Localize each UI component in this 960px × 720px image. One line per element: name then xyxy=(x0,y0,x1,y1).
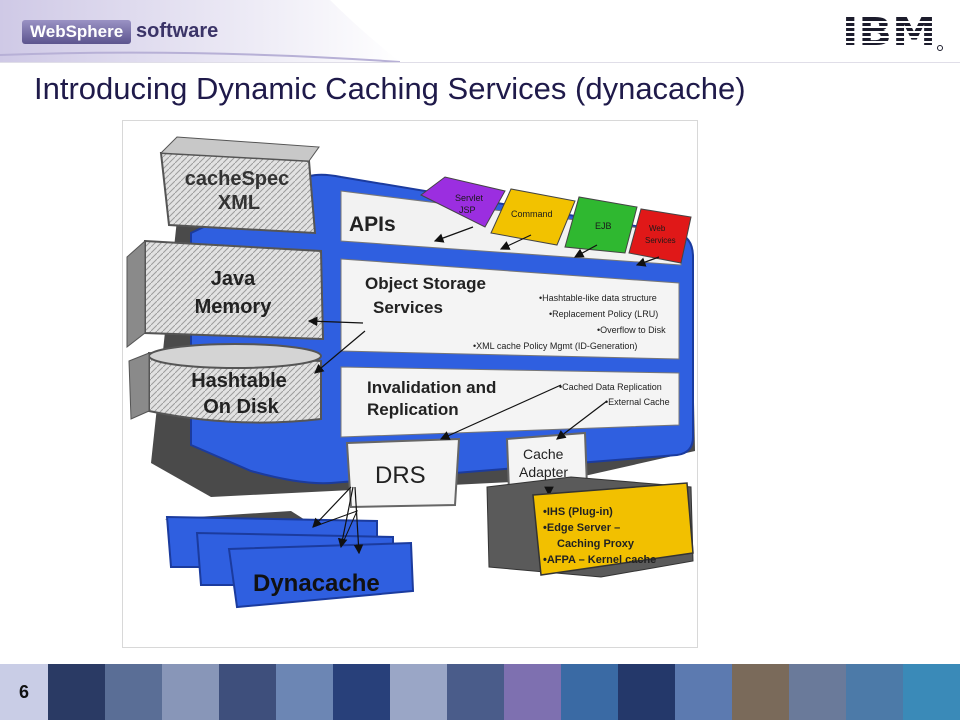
adapter-bullet-4: •AFPA – Kernel cache xyxy=(543,554,656,566)
web-label: Web xyxy=(649,224,666,233)
jsp-label: JSP xyxy=(459,205,476,215)
dynacache-link-lines xyxy=(312,510,358,548)
oss-bullet-4: •XML cache Policy Mgmt (ID-Generation) xyxy=(473,341,637,351)
oss-label-1: Object Storage xyxy=(365,274,486,293)
footer-tile xyxy=(618,664,675,720)
drs-box xyxy=(345,437,461,509)
external-cache-arrow xyxy=(556,400,608,440)
cachespec-label-1: cacheSpec xyxy=(185,168,290,190)
footer-tile xyxy=(732,664,789,720)
invalidation-label-2: Replication xyxy=(367,400,459,419)
footer-tile xyxy=(105,664,162,720)
footer-tile xyxy=(846,664,903,720)
footer-tile xyxy=(447,664,504,720)
oss-to-memory-arrow xyxy=(307,316,364,327)
websphere-brand-banner: WebSphere software xyxy=(0,0,401,63)
java-memory-box xyxy=(144,239,325,341)
hashtable-label-1: Hashtable xyxy=(191,370,287,392)
dynacache-layer-3 xyxy=(227,541,415,609)
brand-swoosh-graphic xyxy=(0,0,401,63)
page-number: 6 xyxy=(0,664,48,720)
command-label: Command xyxy=(511,209,553,219)
servlet-arrow xyxy=(433,226,474,243)
apis-label: APIs xyxy=(349,213,396,236)
adapter-bullet-3: Caching Proxy xyxy=(557,538,635,550)
footer-tile xyxy=(333,664,390,720)
cache-adapter-label-1: Cache xyxy=(523,446,564,462)
footer-tile xyxy=(504,664,561,720)
footer-tile xyxy=(162,664,219,720)
command-box xyxy=(490,188,576,246)
footer-tile xyxy=(561,664,618,720)
adapter-bullet-1: •IHS (Plug-in) xyxy=(543,506,613,518)
java-memory-label-1: Java xyxy=(211,268,256,290)
oss-to-disk-arrow xyxy=(314,330,366,374)
footer-tile xyxy=(276,664,333,720)
websphere-label: WebSphere xyxy=(22,20,132,44)
ejb-box xyxy=(564,196,638,254)
slide-header: WebSphere software IBM xyxy=(0,0,960,63)
footer-tile xyxy=(675,664,732,720)
hashtable-disk-body xyxy=(148,351,322,424)
servlet-jsp-box xyxy=(420,176,506,228)
footer-tile xyxy=(903,664,960,720)
drs-to-dynacache-arrow-3 xyxy=(353,486,364,555)
cachespec-box-top xyxy=(159,136,320,162)
inval-bullet-2: •External Cache xyxy=(605,397,670,407)
web-services-box xyxy=(628,208,692,264)
header-divider xyxy=(0,62,960,63)
dynacache-architecture-diagram: cacheSpec XML APIs Servlet JSP Command E… xyxy=(122,120,698,648)
servlet-label: Servlet xyxy=(455,193,484,203)
inval-bullet-1: •Cached Data Replication xyxy=(559,382,662,392)
footer-image-strip xyxy=(48,664,960,720)
software-label: software xyxy=(136,20,219,42)
drs-to-dynacache-arrow-1 xyxy=(312,486,352,528)
external-cache-card xyxy=(532,482,694,576)
drs-to-dynacache-arrow-2 xyxy=(337,486,354,549)
oss-bullet-1: •Hashtable-like data structure xyxy=(539,293,657,303)
footer-tile xyxy=(789,664,846,720)
webservices-arrow xyxy=(635,256,660,267)
diagram-canvas: cacheSpec XML APIs Servlet JSP Command E… xyxy=(126,136,695,609)
java-memory-side xyxy=(126,239,146,349)
ibm-logo: IBM xyxy=(840,12,943,52)
cachespec-label-2: XML xyxy=(218,192,260,214)
ejb-label: EJB xyxy=(595,221,612,231)
replication-to-drs-arrow xyxy=(439,384,562,440)
footer-tile xyxy=(390,664,447,720)
object-storage-panel xyxy=(340,258,680,360)
dynacache-label: Dynacache xyxy=(253,570,380,597)
drs-label: DRS xyxy=(375,462,426,489)
footer-tile xyxy=(48,664,105,720)
slide-footer: 6 xyxy=(0,664,960,720)
hashtable-disk-side xyxy=(128,352,150,420)
command-arrow xyxy=(499,234,532,250)
oss-bullet-3: •Overflow to Disk xyxy=(597,325,666,335)
slide-title: Introducing Dynamic Caching Services (dy… xyxy=(34,71,746,106)
footer-tile xyxy=(219,664,276,720)
hashtable-disk-top xyxy=(148,343,322,369)
java-memory-label-2: Memory xyxy=(195,296,273,318)
services-label: Services xyxy=(645,236,676,245)
invalidation-panel xyxy=(340,366,680,438)
hashtable-label-2: On Disk xyxy=(203,396,279,418)
oss-bullet-2: •Replacement Policy (LRU) xyxy=(549,309,658,319)
adapter-bullet-2: •Edge Server – xyxy=(543,522,620,534)
cache-adapter-label-2: Adapter xyxy=(519,464,568,480)
ejb-arrow xyxy=(573,244,598,258)
oss-label-2: Services xyxy=(373,298,443,317)
invalidation-label-1: Invalidation and xyxy=(367,378,496,397)
